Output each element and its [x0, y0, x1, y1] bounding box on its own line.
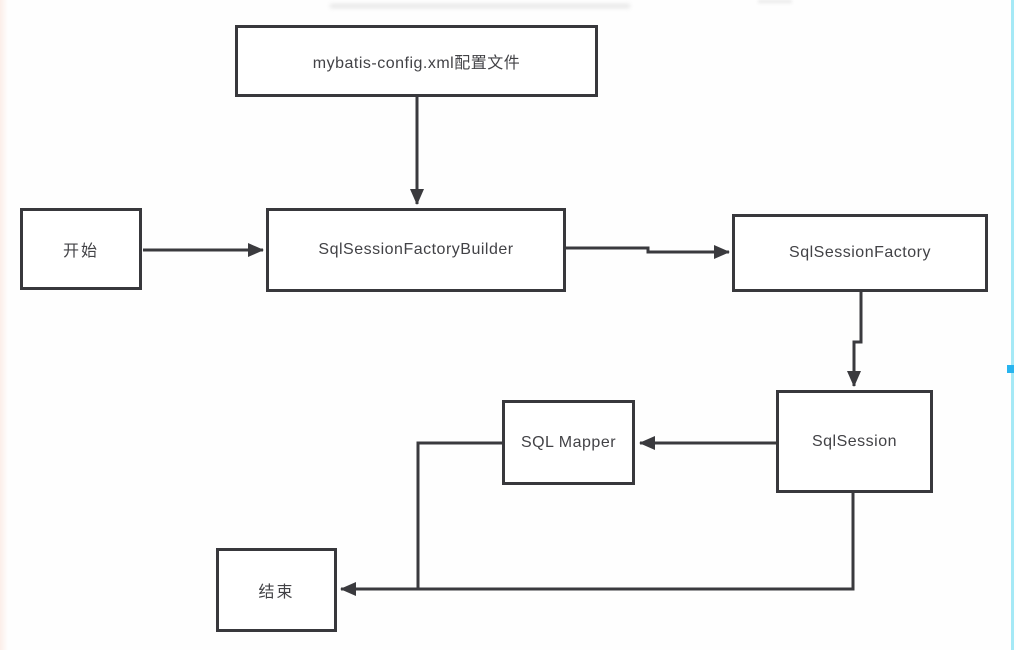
edge-mapper-to-junction-line: [416, 441, 502, 589]
node-start-label: 开始: [62, 243, 99, 260]
screen-edge-blue-dot: [1007, 365, 1014, 373]
node-builder-label: SqlSessionFactoryBuilder: [318, 241, 514, 258]
node-start-box: 开始: [20, 208, 142, 290]
edge-factory-to-session-arrow: [847, 291, 863, 387]
edge-builder-to-factory-arrow: [566, 245, 730, 259]
node-end-label: 结束: [258, 584, 295, 601]
top-smudge-artifact: [330, 4, 630, 8]
node-session-box: SqlSession: [776, 390, 933, 493]
node-factory-box: SqlSessionFactory: [732, 214, 988, 292]
node-end-box: 结束: [216, 548, 337, 632]
node-config-box: mybatis-config.xml配置文件: [235, 25, 598, 97]
node-mapper-box: SQL Mapper: [502, 400, 635, 485]
node-session-label: SqlSession: [811, 432, 898, 450]
node-config-label: mybatis-config.xml配置文件: [312, 55, 521, 72]
edge-session-to-end-arrow: [340, 493, 855, 596]
screen-edge-cyan-line: [1011, 0, 1014, 650]
node-builder-box: SqlSessionFactoryBuilder: [266, 208, 566, 292]
top-smudge-artifact-small: [758, 0, 792, 3]
node-factory-label: SqlSessionFactory: [789, 244, 931, 261]
node-mapper-label: SQL Mapper: [520, 433, 617, 451]
left-edge-tint-artifact: [0, 0, 8, 650]
